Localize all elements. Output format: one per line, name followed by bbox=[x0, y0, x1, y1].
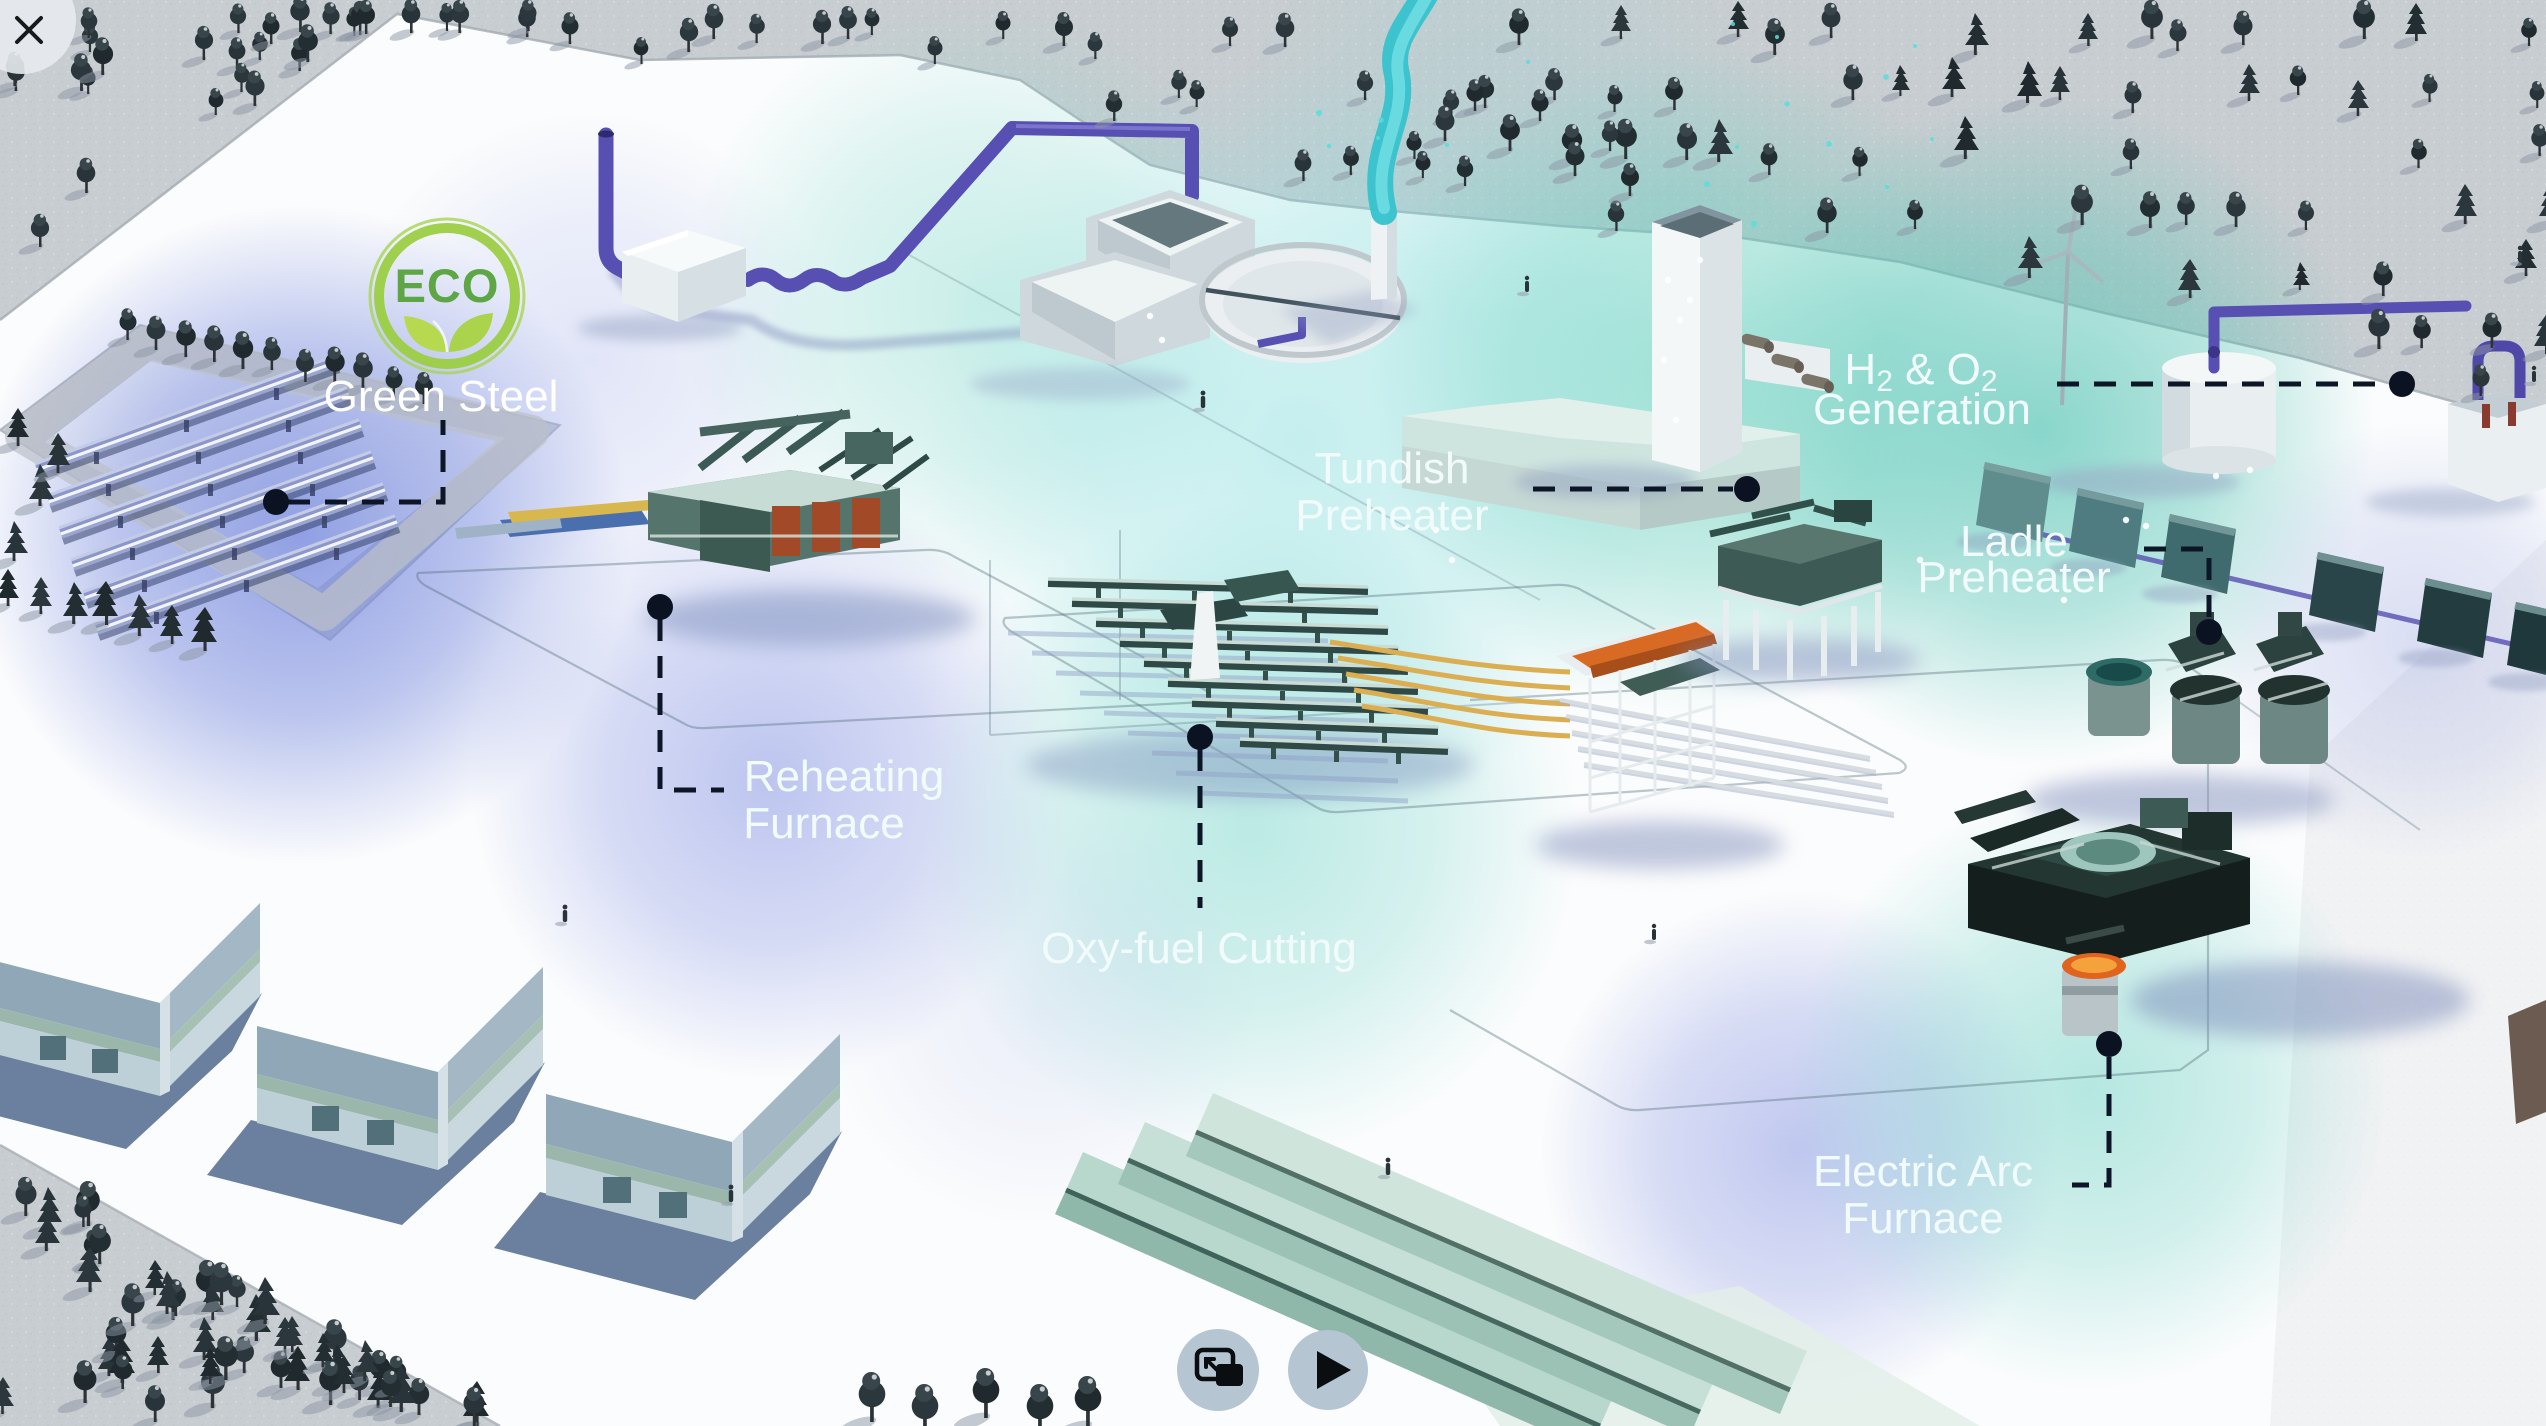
svg-text:Preheater: Preheater bbox=[1295, 491, 1488, 540]
svg-text:Reheating: Reheating bbox=[744, 752, 945, 801]
svg-text:Tundish: Tundish bbox=[1315, 444, 1470, 493]
svg-text:Furnace: Furnace bbox=[1842, 1194, 2003, 1243]
svg-text:Green Steel: Green Steel bbox=[324, 372, 559, 421]
svg-text:Electric Arc: Electric Arc bbox=[1813, 1147, 2033, 1196]
svg-text:Oxy-fuel Cutting: Oxy-fuel Cutting bbox=[1041, 924, 1356, 973]
svg-text:Preheater: Preheater bbox=[1917, 553, 2110, 602]
svg-text:H2 & O2: H2 & O2 bbox=[1844, 345, 1997, 398]
svg-text:Ladle: Ladle bbox=[1960, 517, 2068, 566]
svg-text:Generation: Generation bbox=[1813, 385, 2031, 434]
svg-text:Furnace: Furnace bbox=[743, 799, 904, 848]
svg-text:ECO: ECO bbox=[395, 259, 500, 312]
